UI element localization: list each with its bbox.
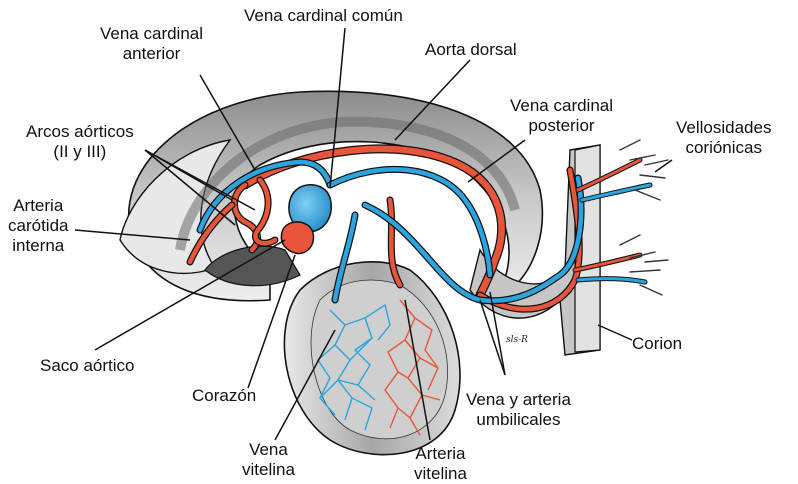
label-line: umbilicales	[466, 410, 571, 430]
label-arcos-aorticos: Arcos aórticos (II y III)	[26, 122, 134, 162]
label-corion: Corion	[632, 334, 682, 354]
label-line: Vena y arteria	[466, 390, 571, 410]
label-line: (II y III)	[26, 142, 134, 162]
label-line: Arcos aórticos	[26, 122, 134, 142]
label-vena-cardinal-posterior: Vena cardinal posterior	[510, 96, 613, 136]
label-line: interna	[8, 236, 68, 256]
label-line: coriónicas	[676, 138, 771, 158]
label-vena-cardinal-comun: Vena cardinal común	[244, 6, 403, 26]
label-vellosidades-corionicas: Vellosidades coriónicas	[676, 118, 771, 158]
label-line: Vena cardinal	[510, 96, 613, 116]
heart-ventricle	[281, 222, 313, 254]
label-vena-cardinal-anterior: Vena cardinal anterior	[100, 24, 203, 64]
label-line: anterior	[100, 44, 203, 64]
label-line: Arteria	[414, 444, 467, 464]
label-line: vitelina	[242, 460, 295, 480]
artist-signature: sls-R	[506, 330, 528, 350]
label-saco-aortico: Saco aórtico	[40, 356, 135, 376]
label-line: vitelina	[414, 464, 467, 484]
label-line: posterior	[510, 116, 613, 136]
label-arteria-vitelina: Arteria vitelina	[414, 444, 467, 484]
label-aorta-dorsal: Aorta dorsal	[425, 40, 517, 60]
label-line: Vena	[242, 440, 295, 460]
label-line: Vena cardinal	[100, 24, 203, 44]
label-vena-vitelina: Vena vitelina	[242, 440, 295, 480]
label-line: Vellosidades	[676, 118, 771, 138]
label-line: carótida	[8, 216, 68, 236]
label-vena-arteria-umbilicales: Vena y arteria umbilicales	[466, 390, 571, 430]
label-corazon: Corazón	[192, 386, 256, 406]
label-line: Arteria	[8, 196, 68, 216]
label-arteria-carotida-interna: Arteria carótida interna	[8, 196, 68, 256]
